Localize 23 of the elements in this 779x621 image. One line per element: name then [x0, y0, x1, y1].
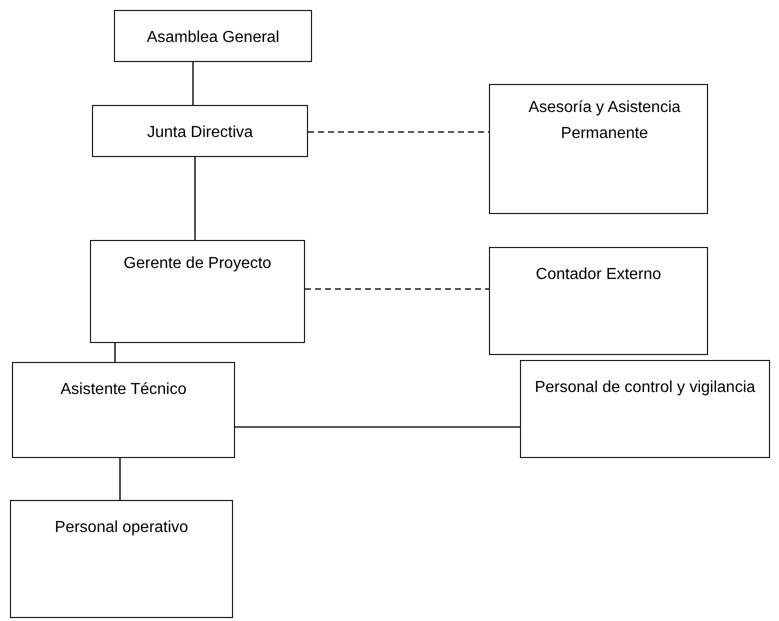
org-box — [489, 247, 708, 355]
org-box — [10, 500, 233, 618]
box-label: Contador Externo — [536, 265, 662, 285]
org-box — [489, 84, 708, 214]
org-box — [520, 360, 770, 458]
org-box — [92, 105, 308, 157]
dashed-connector — [308, 131, 489, 133]
connector-line — [235, 426, 520, 428]
connector-line — [194, 157, 196, 240]
org-box — [114, 10, 312, 62]
connector-line — [119, 458, 121, 500]
box-label: Asamblea General — [146, 28, 280, 48]
box-label: Junta Directiva — [147, 123, 253, 143]
box-label: Asistente Técnico — [60, 380, 186, 400]
box-label: Personal operativo — [54, 518, 188, 538]
box-label: Asesoría y Asistencia Permanente — [527, 98, 682, 144]
dashed-connector — [305, 288, 489, 290]
org-box — [12, 362, 235, 458]
connector-line — [114, 343, 116, 362]
org-box — [90, 240, 305, 343]
connector-line — [192, 62, 194, 105]
box-label: Personal de control y vigilancia — [534, 378, 756, 398]
box-label: Gerente de Proyecto — [124, 254, 272, 274]
